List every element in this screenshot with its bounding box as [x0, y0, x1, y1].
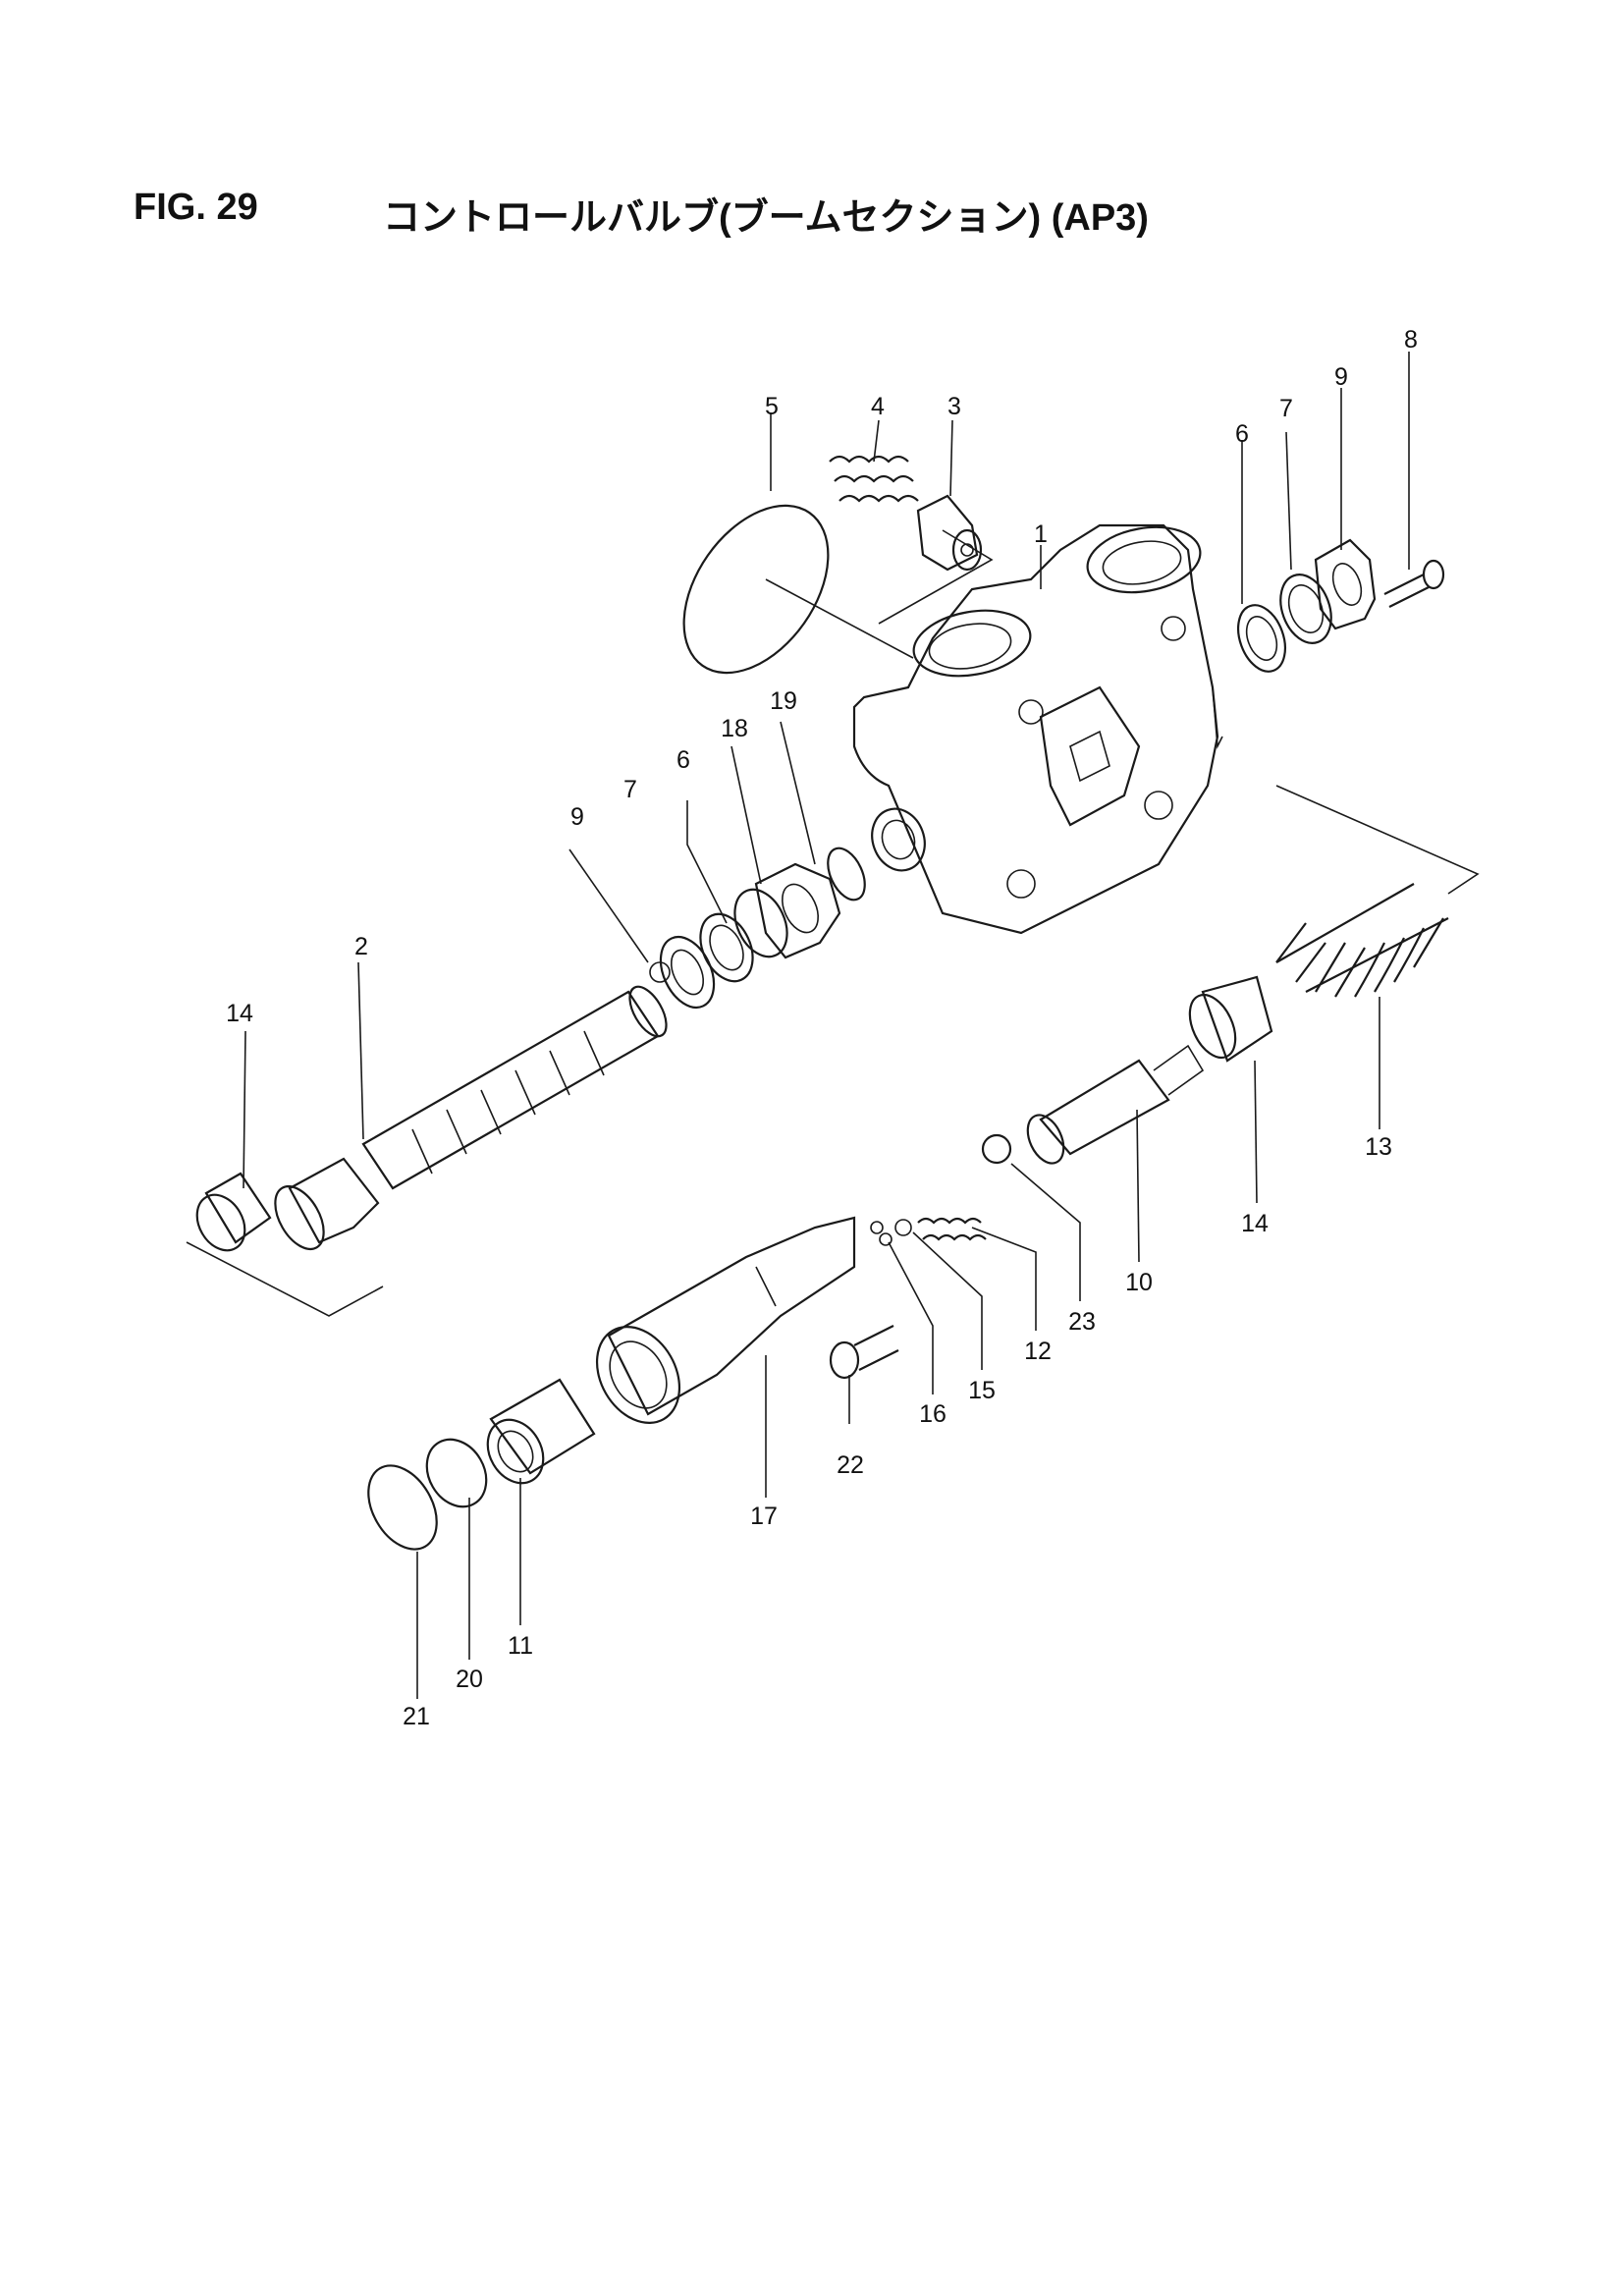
callout-4: 4 — [871, 393, 885, 420]
callout-19: 19 — [770, 687, 797, 715]
figure-number: FIG. 29 — [134, 187, 258, 228]
stem-part — [1026, 1044, 1205, 1165]
callout-23: 23 — [1068, 1308, 1096, 1336]
callout-labels: 1 2 3 4 5 6 6 7 7 8 9 9 10 11 12 13 14 1… — [226, 326, 1418, 1730]
callout-10: 10 — [1125, 1269, 1153, 1296]
callout-5: 5 — [765, 393, 779, 420]
callout-17: 17 — [750, 1503, 778, 1530]
leader-lines — [243, 352, 1410, 1699]
callout-13: 13 — [1365, 1133, 1392, 1161]
callout-6-right: 6 — [1235, 420, 1249, 448]
callout-14-right: 14 — [1241, 1210, 1269, 1237]
callout-11: 11 — [508, 1632, 533, 1660]
callout-22: 22 — [837, 1451, 864, 1479]
callout-20: 20 — [456, 1666, 483, 1693]
small-spring-part — [917, 1217, 987, 1241]
bellows-part — [1275, 883, 1449, 998]
figure-header: FIG. 29 コントロールバルブ(ブームセクション) (AP3) — [134, 187, 1508, 246]
assembly-lines — [186, 529, 1480, 1317]
callout-18: 18 — [721, 715, 748, 742]
callout-3: 3 — [947, 393, 961, 420]
callout-15: 15 — [968, 1377, 996, 1404]
figure-title: コントロールバルブ(ブームセクション) (AP3) — [383, 197, 1149, 239]
bolt-part — [829, 1325, 899, 1380]
callout-21: 21 — [403, 1703, 430, 1730]
snap-ring-part — [367, 1464, 438, 1551]
left-seal-stack — [659, 847, 866, 1010]
left-end-cap — [195, 1172, 272, 1252]
valve-body-part — [852, 523, 1223, 935]
callout-9-right: 9 — [1334, 363, 1348, 391]
right-end-cap — [1188, 975, 1273, 1063]
seal-disc-part — [682, 504, 830, 675]
callout-9-left: 9 — [570, 803, 584, 831]
callout-16: 16 — [919, 1400, 947, 1428]
spring-part-top — [829, 455, 919, 503]
callout-7-right: 7 — [1279, 395, 1293, 422]
right-seal-set — [1237, 538, 1445, 673]
cap-part-top — [916, 494, 983, 572]
spool-part — [274, 961, 671, 1251]
ball-part-16a — [870, 1221, 884, 1234]
bottom-sleeve-part — [486, 1378, 596, 1485]
sleeve-part — [595, 1216, 856, 1424]
callout-8: 8 — [1404, 326, 1418, 354]
callout-12: 12 — [1024, 1338, 1052, 1365]
callout-7-left: 7 — [623, 776, 637, 803]
callout-1: 1 — [1034, 520, 1048, 548]
ball-part-15 — [894, 1219, 912, 1236]
ball-part-16b — [879, 1232, 893, 1246]
callout-2: 2 — [354, 933, 368, 960]
callout-6-left: 6 — [676, 746, 690, 774]
callout-14-left: 14 — [226, 1000, 253, 1027]
disc-part — [425, 1438, 488, 1508]
ball-part-23 — [981, 1133, 1012, 1165]
